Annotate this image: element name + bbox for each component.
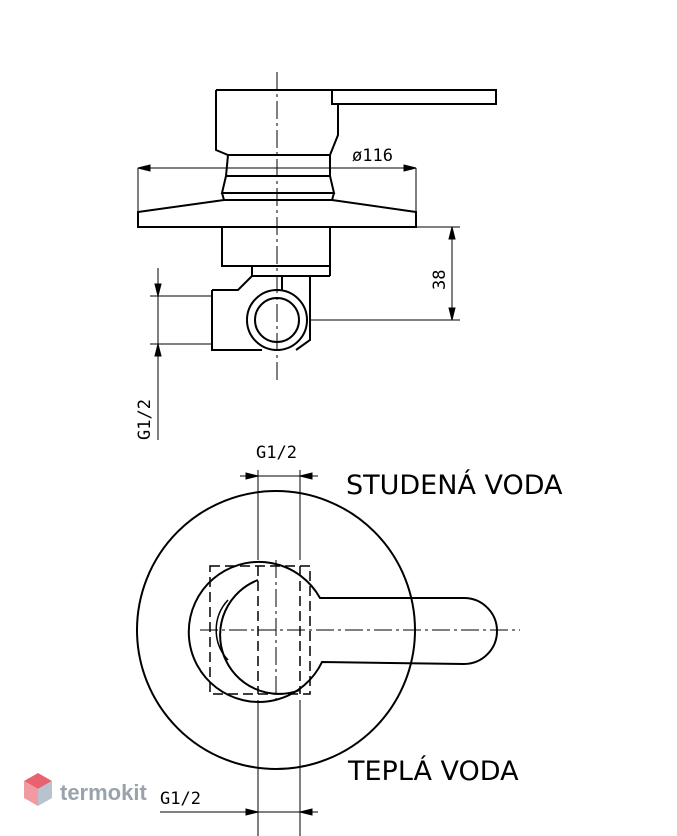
side-view — [137, 72, 497, 380]
handle-body — [215, 90, 339, 156]
watermark-logo: termokit — [24, 773, 147, 806]
top-dimensions — [160, 470, 318, 836]
neck — [220, 154, 336, 194]
top-thread-label-upper: G1/2 — [256, 443, 297, 463]
cube-icon — [24, 773, 52, 806]
height-label: 38 — [430, 270, 450, 290]
diameter-label: ø116 — [352, 146, 393, 166]
top-thread-label-lower: G1/2 — [160, 789, 201, 809]
cartridge-arc — [219, 579, 301, 695]
side-dimensions — [137, 164, 460, 440]
handle-lever — [216, 89, 497, 105]
cold-water-label: STUDENÁ VODA — [346, 469, 563, 501]
pipe-connector — [211, 275, 262, 351]
side-thread-label: G1/2 — [135, 399, 155, 440]
top-center-lines — [200, 560, 520, 700]
valve-body — [221, 227, 331, 267]
hot-water-label: TEPLÁ VODA — [347, 755, 519, 787]
lever-outline — [187, 560, 498, 703]
watermark-text: termokit — [60, 780, 147, 805]
